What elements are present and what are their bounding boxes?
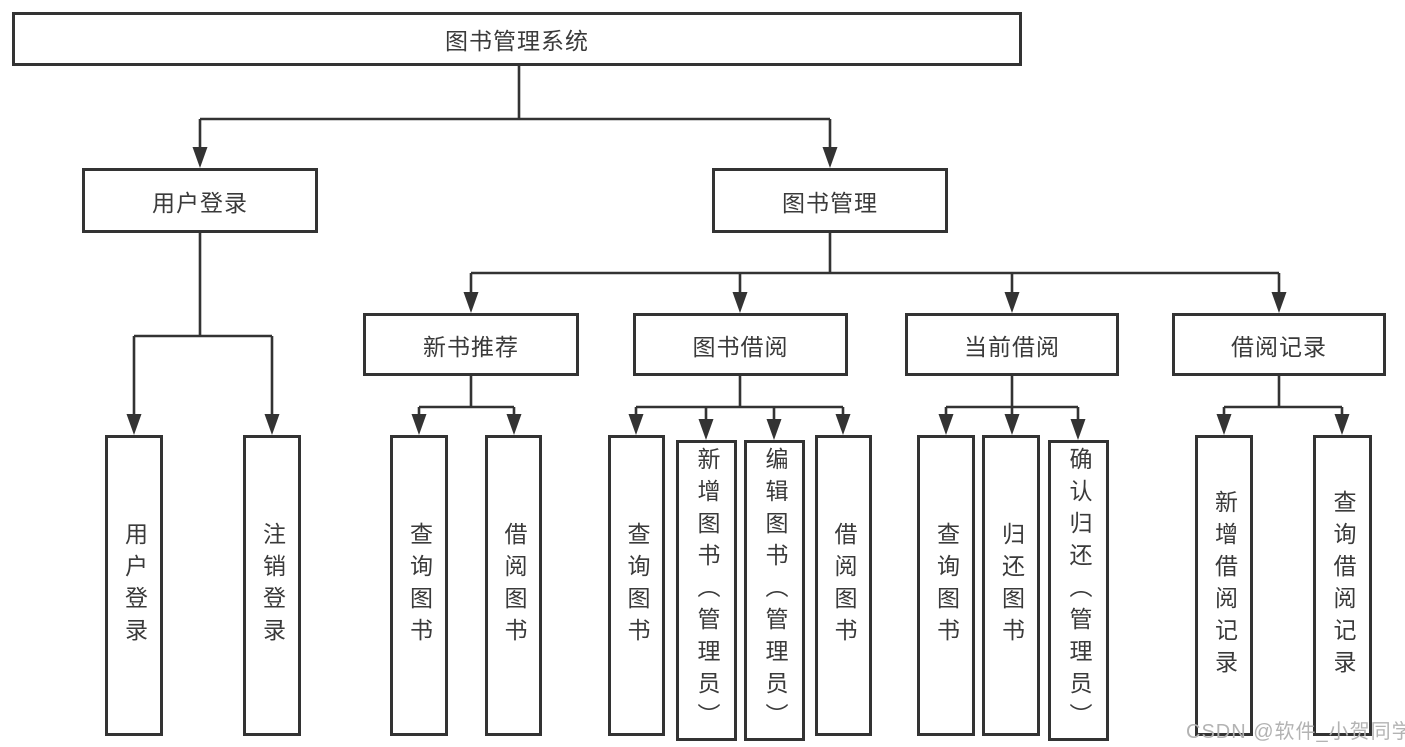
node-edit-books-admin: 编辑图书（管理员） (744, 440, 805, 741)
connector-root-to-level2 (198, 66, 832, 152)
node-add-borrow-record: 新增借阅记录 (1195, 435, 1253, 736)
connector-new-book-recommendation (417, 376, 516, 419)
node-borrowing-records: 借阅记录 (1172, 313, 1386, 376)
node-book-borrowing: 图书借阅 (633, 313, 848, 376)
node-query-books-current: 查询图书 (917, 435, 975, 736)
node-borrow-books-borrowing: 借阅图书 (815, 435, 872, 736)
node-user-login: 用户登录 (82, 168, 318, 233)
node-query-borrow-record: 查询借阅记录 (1313, 435, 1372, 736)
connector-user-login (132, 233, 274, 419)
node-library-management-system: 图书管理系统 (12, 12, 1022, 66)
node-return-books: 归还图书 (982, 435, 1040, 736)
node-add-books-admin: 新增图书（管理员） (676, 440, 737, 741)
node-confirm-return-admin: 确认归还（管理员） (1048, 440, 1109, 741)
node-login: 用户登录 (105, 435, 163, 736)
connector-book-management (469, 233, 1281, 297)
node-borrow-books-recommend: 借阅图书 (485, 435, 542, 736)
arrowheads (126, 147, 1350, 440)
node-current-borrowing: 当前借阅 (905, 313, 1119, 376)
watermark: CSDN @软件_小贺同学 (1186, 721, 1405, 743)
node-query-books-borrowing: 查询图书 (608, 435, 665, 736)
connector-borrowing-records (1222, 376, 1344, 419)
node-logout: 注销登录 (243, 435, 301, 736)
connector-book-borrowing (634, 376, 845, 424)
node-new-book-recommendation: 新书推荐 (363, 313, 579, 376)
node-book-management: 图书管理 (712, 168, 948, 233)
node-query-books-recommend: 查询图书 (390, 435, 448, 736)
connector-current-borrowing (944, 376, 1080, 424)
